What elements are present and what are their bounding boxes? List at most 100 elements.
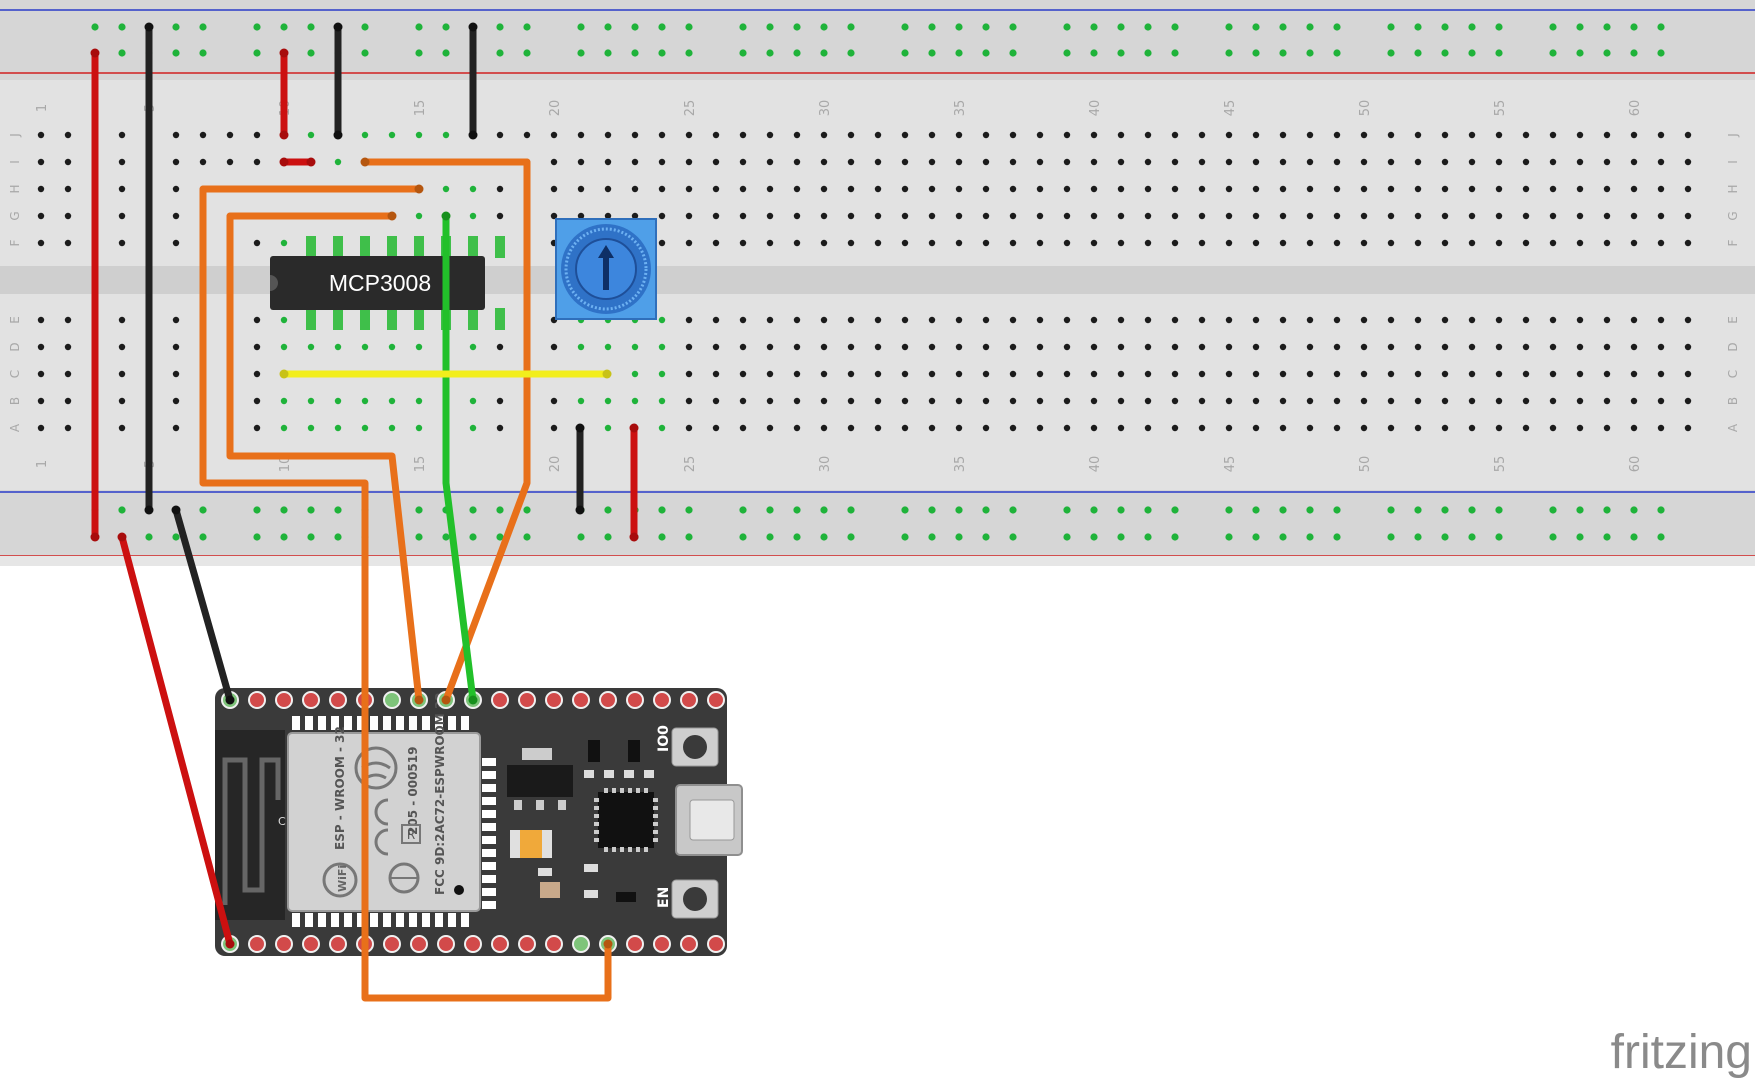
breadboard-hole[interactable]: [928, 370, 936, 378]
breadboard-hole[interactable]: [307, 343, 315, 351]
breadboard-hole[interactable]: [766, 185, 774, 193]
breadboard-hole[interactable]: [1252, 212, 1260, 220]
breadboard-hole[interactable]: [64, 343, 72, 351]
breadboard-hole[interactable]: [1252, 397, 1260, 405]
breadboard-hole[interactable]: [1468, 316, 1476, 324]
breadboard-hole[interactable]: [874, 316, 882, 324]
rail-hole[interactable]: [496, 533, 504, 541]
breadboard-hole[interactable]: [793, 185, 801, 193]
breadboard-hole[interactable]: [1549, 343, 1557, 351]
breadboard-hole[interactable]: [739, 158, 747, 166]
rail-hole[interactable]: [1144, 23, 1152, 31]
rail-hole[interactable]: [1468, 23, 1476, 31]
breadboard-hole[interactable]: [1333, 239, 1341, 247]
breadboard-hole[interactable]: [253, 424, 261, 432]
rail-hole[interactable]: [1576, 23, 1584, 31]
rail-hole[interactable]: [820, 506, 828, 514]
esp32-pin-top[interactable]: [329, 691, 347, 709]
breadboard-hole[interactable]: [253, 131, 261, 139]
breadboard-hole[interactable]: [739, 397, 747, 405]
breadboard-hole[interactable]: [172, 131, 180, 139]
breadboard-hole[interactable]: [415, 397, 423, 405]
breadboard-hole[interactable]: [550, 397, 558, 405]
breadboard-hole[interactable]: [1252, 343, 1260, 351]
breadboard-hole[interactable]: [982, 370, 990, 378]
breadboard-hole[interactable]: [766, 158, 774, 166]
rail-hole[interactable]: [1576, 533, 1584, 541]
breadboard-hole[interactable]: [658, 239, 666, 247]
rail-hole[interactable]: [172, 533, 180, 541]
breadboard-hole[interactable]: [1279, 370, 1287, 378]
rail-hole[interactable]: [793, 23, 801, 31]
rail-hole[interactable]: [982, 533, 990, 541]
breadboard-hole[interactable]: [1549, 424, 1557, 432]
rail-hole[interactable]: [901, 533, 909, 541]
breadboard-hole[interactable]: [955, 158, 963, 166]
rail-hole[interactable]: [1009, 533, 1017, 541]
breadboard-hole[interactable]: [1279, 343, 1287, 351]
rail-hole[interactable]: [1630, 49, 1638, 57]
breadboard-hole[interactable]: [1684, 158, 1692, 166]
breadboard-hole[interactable]: [118, 239, 126, 247]
wire-orange-spi-2[interactable]: [199, 185, 612, 1002]
breadboard-hole[interactable]: [37, 316, 45, 324]
breadboard-hole[interactable]: [64, 212, 72, 220]
breadboard-hole[interactable]: [874, 212, 882, 220]
breadboard-hole[interactable]: [712, 239, 720, 247]
breadboard-hole[interactable]: [550, 185, 558, 193]
breadboard-hole[interactable]: [658, 212, 666, 220]
rail-hole[interactable]: [658, 23, 666, 31]
breadboard-hole[interactable]: [172, 370, 180, 378]
esp32-pin-top[interactable]: [518, 691, 536, 709]
breadboard-hole[interactable]: [1468, 343, 1476, 351]
breadboard-hole[interactable]: [118, 158, 126, 166]
breadboard-hole[interactable]: [739, 131, 747, 139]
rail-hole[interactable]: [199, 23, 207, 31]
rail-hole[interactable]: [496, 23, 504, 31]
breadboard-hole[interactable]: [1090, 212, 1098, 220]
breadboard-hole[interactable]: [253, 397, 261, 405]
breadboard-hole[interactable]: [1225, 316, 1233, 324]
breadboard-hole[interactable]: [712, 212, 720, 220]
rail-hole[interactable]: [415, 49, 423, 57]
rail-hole[interactable]: [1387, 49, 1395, 57]
rail-hole[interactable]: [901, 49, 909, 57]
breadboard-hole[interactable]: [1117, 212, 1125, 220]
breadboard-hole[interactable]: [577, 397, 585, 405]
rail-hole[interactable]: [1225, 49, 1233, 57]
breadboard-hole[interactable]: [847, 185, 855, 193]
rail-hole[interactable]: [820, 23, 828, 31]
breadboard-hole[interactable]: [1657, 239, 1665, 247]
breadboard-hole[interactable]: [1576, 343, 1584, 351]
rail-hole[interactable]: [361, 23, 369, 31]
breadboard-hole[interactable]: [1036, 131, 1044, 139]
breadboard-hole[interactable]: [1441, 424, 1449, 432]
breadboard-hole[interactable]: [847, 158, 855, 166]
breadboard-hole[interactable]: [118, 370, 126, 378]
breadboard-hole[interactable]: [334, 343, 342, 351]
breadboard-hole[interactable]: [496, 212, 504, 220]
breadboard-hole[interactable]: [1684, 239, 1692, 247]
breadboard-hole[interactable]: [604, 212, 612, 220]
breadboard-hole[interactable]: [874, 424, 882, 432]
breadboard-hole[interactable]: [415, 212, 423, 220]
breadboard-hole[interactable]: [37, 397, 45, 405]
breadboard-hole[interactable]: [1225, 239, 1233, 247]
breadboard-hole[interactable]: [1603, 397, 1611, 405]
breadboard-hole[interactable]: [577, 185, 585, 193]
breadboard-hole[interactable]: [1279, 397, 1287, 405]
breadboard-hole[interactable]: [1522, 158, 1530, 166]
breadboard-hole[interactable]: [982, 316, 990, 324]
breadboard-hole[interactable]: [955, 316, 963, 324]
rail-hole[interactable]: [1171, 533, 1179, 541]
rail-hole[interactable]: [1306, 49, 1314, 57]
breadboard-hole[interactable]: [1414, 397, 1422, 405]
breadboard-hole[interactable]: [955, 131, 963, 139]
breadboard-hole[interactable]: [1657, 158, 1665, 166]
rail-hole[interactable]: [901, 506, 909, 514]
mcp3008-chip[interactable]: MCP3008: [270, 236, 505, 330]
breadboard-hole[interactable]: [1468, 212, 1476, 220]
breadboard-hole[interactable]: [1063, 185, 1071, 193]
rail-hole[interactable]: [658, 533, 666, 541]
breadboard-hole[interactable]: [1252, 316, 1260, 324]
